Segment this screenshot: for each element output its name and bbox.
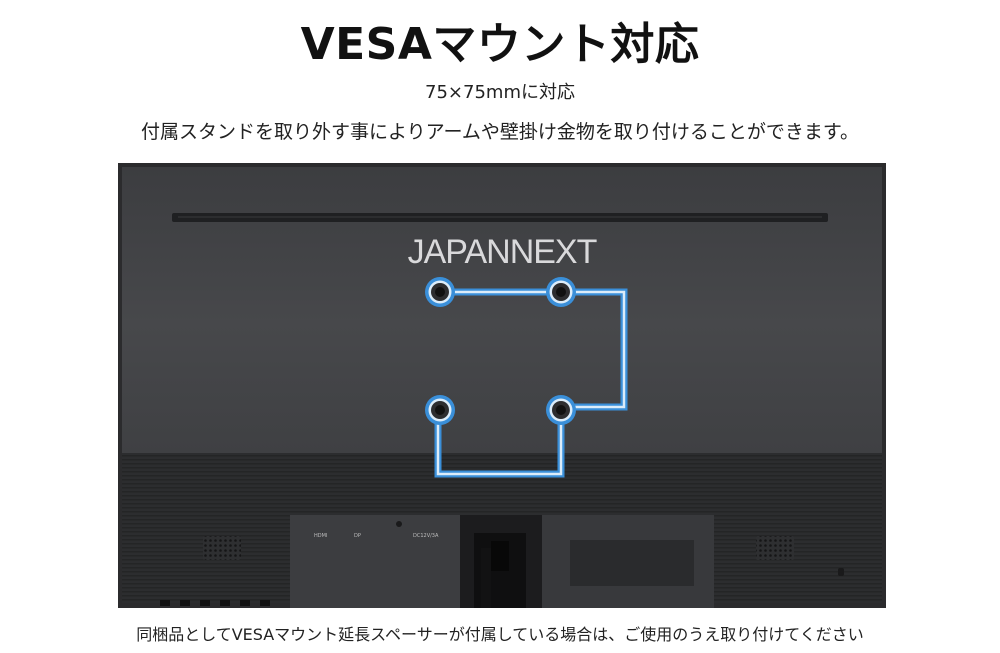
- port-label-hdmi: HDMI: [314, 533, 327, 539]
- cover-recess: [570, 540, 694, 586]
- port-label-dc: DC12V/3A: [413, 533, 439, 539]
- vesa-hole-top-right: [546, 277, 576, 307]
- monitor-back-illustration: JAPANNEXT HDMI DP DC12V/3A: [118, 163, 886, 608]
- vesa-spec-text: 75×75mmに対応: [425, 82, 575, 103]
- vesa-hole-top-left: [425, 277, 455, 307]
- vesa-hole-bottom-left: [425, 395, 455, 425]
- brand-logo: JAPANNEXT: [408, 233, 597, 271]
- kensington-slot: [838, 568, 844, 576]
- monitor-back-image: JAPANNEXT HDMI DP DC12V/3A: [118, 163, 886, 608]
- vesa-hole-bottom-right: [546, 395, 576, 425]
- speaker-grille-right: [756, 536, 794, 560]
- control-buttons: [160, 600, 270, 606]
- port-label-dp: DP: [354, 533, 361, 539]
- io-panel: [290, 515, 460, 608]
- audio-jack: [396, 521, 402, 527]
- speaker-grille-left: [203, 536, 241, 560]
- description-text: 付属スタンドを取り外す事によりアームや壁掛け金物を取り付けることができます。: [140, 121, 859, 143]
- footnote-text: 同梱品としてVESAマウント延長スペーサーが付属している場合は、ご使用のうえ取り…: [136, 625, 864, 644]
- page-title: VESAマウント対応: [300, 19, 700, 70]
- monitor-back-panel: [122, 167, 882, 453]
